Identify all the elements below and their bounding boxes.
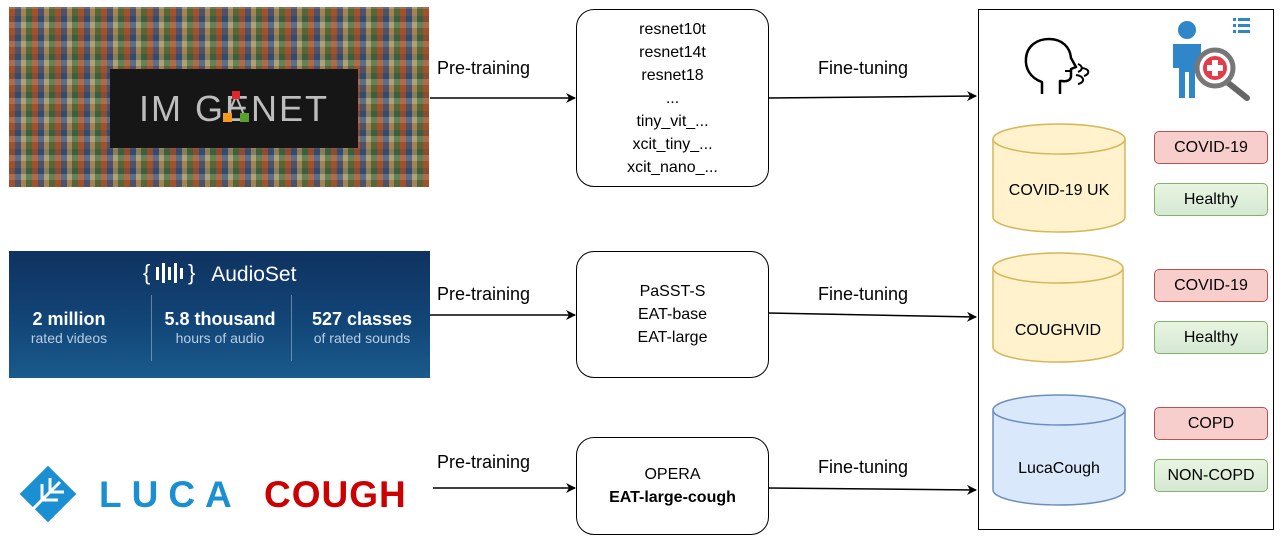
- audioset-image: { } AudioSet 2 million rated videos 5.8 …: [9, 251, 430, 378]
- model-name: EAT-large-cough: [609, 489, 736, 506]
- audioset-stat: 2 million rated videos: [9, 309, 139, 346]
- finetuning-arrow: [767, 311, 977, 322]
- svg-text:{: {: [143, 261, 150, 285]
- model-name: resnet14t: [639, 43, 706, 61]
- cough-text: COUGH: [264, 474, 407, 515]
- audioset-models-box: PaSST-S EAT-base EAT-large: [576, 251, 769, 378]
- model-name: EAT-base: [637, 306, 708, 323]
- model-name: resnet18: [641, 66, 704, 84]
- finetuning-arrow: [767, 91, 977, 102]
- class-label-negative: NON-COPD: [1154, 459, 1268, 492]
- imagenet-banner: IM GENET: [110, 69, 358, 148]
- model-name: resnet10t: [639, 20, 706, 38]
- audioset-bars-icon: { }: [143, 260, 195, 285]
- model-name: PaSST-S: [639, 283, 706, 300]
- imagenet-models-box: resnet10t resnet14t resnet18 ... tiny_vi…: [576, 9, 769, 187]
- model-name: OPERA: [644, 466, 701, 483]
- stat-divider: [151, 295, 152, 361]
- class-label-negative: Healthy: [1154, 183, 1268, 216]
- class-label-positive: COVID-19: [1154, 269, 1268, 302]
- dataset-name: COUGHVID: [1014, 322, 1102, 339]
- model-name: tiny_vit_...: [636, 112, 709, 130]
- dataset-cylinder: [992, 252, 1124, 363]
- class-label-negative: Healthy: [1154, 321, 1268, 354]
- model-name: xcit_nano_...: [627, 158, 718, 176]
- finetuning-label: Fine-tuning: [818, 284, 909, 304]
- stat-divider: [291, 295, 292, 361]
- model-name: xcit_tiny_...: [632, 135, 713, 153]
- imagenet-tree-icon: [223, 91, 249, 122]
- doctor-magnifier-icon: [1173, 21, 1250, 101]
- pretraining-label: Pre-training: [437, 58, 531, 78]
- list-icon: [1233, 18, 1250, 33]
- class-label-positive: COPD: [1154, 407, 1268, 440]
- stat-value: 527 classes: [311, 309, 413, 329]
- dataset-cylinder: [992, 394, 1126, 506]
- dataset-cylinder: [992, 123, 1126, 233]
- model-name: ...: [665, 89, 680, 107]
- class-label-positive: COVID-19: [1154, 131, 1268, 164]
- finetuning-label: Fine-tuning: [818, 58, 909, 78]
- dataset-name: LucaCough: [1018, 460, 1100, 477]
- dataset-name: COVID-19 UK: [1008, 182, 1110, 199]
- cough-head-icon: [1024, 37, 1090, 94]
- stat-caption: rated videos: [30, 330, 108, 346]
- pretraining-label: Pre-training: [437, 284, 531, 304]
- stat-caption: of rated sounds: [313, 330, 411, 346]
- finetuning-label: Fine-tuning: [818, 457, 909, 477]
- audioset-stat: 527 classes of rated sounds: [292, 309, 430, 346]
- svg-text:}: }: [188, 261, 195, 285]
- stat-caption: hours of audio: [175, 330, 265, 346]
- luca-leaf-icon: [19, 465, 77, 523]
- imagenet-image: IM GENET: [9, 7, 429, 187]
- luca-text: LUCA: [99, 474, 242, 515]
- stat-value: 2 million: [32, 309, 106, 329]
- finetuning-arrow: [767, 484, 977, 495]
- cough-models-box: OPERA EAT-large-cough: [576, 437, 769, 535]
- pretraining-label: Pre-training: [437, 452, 531, 472]
- audioset-title: AudioSet: [211, 263, 297, 286]
- audioset-title-row: { } AudioSet: [9, 260, 430, 287]
- audioset-stat: 5.8 thousand hours of audio: [150, 309, 290, 346]
- stat-value: 5.8 thousand: [164, 309, 276, 329]
- model-name: EAT-large: [637, 329, 708, 346]
